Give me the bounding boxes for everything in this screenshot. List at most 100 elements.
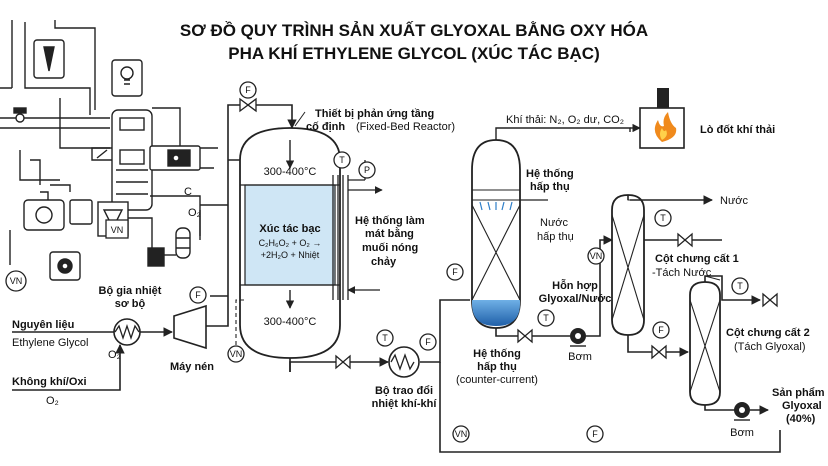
- absorber-bottom-3: (counter-current): [456, 374, 538, 386]
- air-feed-sub: O₂: [46, 395, 59, 407]
- catalyst-bed: [244, 184, 336, 286]
- incinerator: [639, 88, 685, 149]
- reactor-title-1: Thiết bị phản ứng tầng: [315, 108, 434, 120]
- svg-text:F: F: [658, 325, 664, 335]
- svg-text:VN: VN: [111, 225, 124, 235]
- flow-indicator-f2: F: [239, 81, 257, 99]
- preheater-label-2: sơ bộ: [115, 298, 146, 310]
- pump-1: [570, 328, 586, 347]
- pump-1-label: Bơm: [568, 351, 592, 363]
- o2-label-air: O₂: [108, 349, 121, 361]
- flow-indicator-hx: F: [419, 333, 437, 351]
- svg-text:T: T: [543, 313, 549, 323]
- cooling-label-3: muối nóng: [362, 242, 418, 254]
- incinerator-label: Lò đốt khí thải: [700, 124, 775, 136]
- vn-indicator-col1: VN: [587, 247, 605, 265]
- temperature-indicator-col1: T: [654, 209, 672, 227]
- vn-box-left: VN: [105, 219, 129, 239]
- product-label-3: (40%): [786, 413, 816, 425]
- temperature-indicator-hx: T: [376, 329, 394, 347]
- valve-col1-bottom: [651, 344, 667, 360]
- title-line-2: PHA KHÍ ETHYLENE GLYCOL (XÚC TÁC BẠC): [228, 44, 600, 63]
- feed-to-reactor-line: [206, 104, 297, 327]
- o2-label-upper: O₂: [188, 207, 201, 219]
- air-feed-line: [12, 344, 125, 391]
- compressor: [173, 304, 207, 350]
- svg-text:T: T: [737, 281, 743, 291]
- utility-cluster: [0, 20, 218, 281]
- raw-feed-title: Nguyên liệu: [12, 319, 74, 331]
- col1-sub: -Tách Nước: [652, 267, 712, 279]
- valve-reactor-outlet: [335, 354, 351, 370]
- absorber-bottom-2: hấp thụ: [477, 361, 517, 373]
- pump-2: [734, 402, 750, 421]
- vn-indicator-reactor: VN: [227, 345, 245, 363]
- temperature-indicator-absorber-out: T: [537, 309, 555, 327]
- svg-text:VN: VN: [455, 429, 468, 439]
- valve-col1-top: [677, 232, 693, 248]
- reactor-title-2b: (Fixed-Bed Reactor): [356, 121, 455, 133]
- cooling-label-2: mát bằng: [365, 227, 414, 240]
- control-valve-feed: [239, 97, 257, 113]
- fixed-bed-reactor: [239, 127, 341, 372]
- absorber-liquid: [472, 300, 520, 326]
- absorber-bottom-1: Hệ thống: [473, 348, 521, 360]
- col1-water-out: Nước: [720, 195, 749, 207]
- svg-text:F: F: [425, 337, 431, 347]
- absorber-title-1: Hệ thống: [526, 168, 574, 180]
- catalyst-title: Xúc tác bạc: [259, 223, 320, 235]
- valve-col2-top: [762, 292, 778, 308]
- reactor-temp-top: 300-400°C: [264, 166, 317, 178]
- distillation-column-2: [689, 281, 721, 406]
- col1-title: Cột chưng cất 1: [655, 253, 739, 265]
- preheater-label-1: Bộ gia nhiệt: [99, 285, 162, 297]
- reactor-title-2a: cố định: [306, 121, 345, 133]
- hx-label-2: nhiệt khí-khí: [372, 398, 438, 410]
- title-line-1: SƠ ĐỒ QUY TRÌNH SẢN XUẤT GLYOXAL BẰNG OX…: [180, 21, 648, 40]
- heat-exchanger: [388, 346, 420, 378]
- absorber-column: [471, 127, 631, 329]
- cooling-label-4: chảy: [371, 256, 397, 268]
- svg-text:T: T: [339, 155, 345, 165]
- temperature-indicator-reactor: T: [333, 151, 351, 169]
- preheater: [113, 318, 141, 346]
- product-label-2: Glyoxal: [782, 400, 822, 412]
- flow-indicator-absorber-inlet: F: [446, 263, 464, 281]
- svg-text:F: F: [452, 267, 458, 277]
- svg-text:VN: VN: [590, 251, 603, 261]
- mixture-label-2: Glyoxal/Nước: [539, 293, 612, 305]
- hx-label-1: Bộ trao đổi: [375, 385, 433, 397]
- vn-indicator-bottom: VN: [452, 425, 470, 443]
- svg-text:VN: VN: [230, 349, 243, 359]
- flow-indicator-f1: F: [189, 286, 207, 304]
- reaction-eq-2: +2H₂O + Nhiệt: [261, 250, 320, 260]
- absorber-water-1: Nước: [540, 217, 569, 229]
- reactor-temp-bottom: 300-400°C: [264, 316, 317, 328]
- svg-text:T: T: [382, 333, 388, 343]
- cooling-label-1: Hệ thống làm: [355, 215, 425, 227]
- temperature-indicator-col2: T: [731, 277, 749, 295]
- svg-text:F: F: [245, 85, 251, 95]
- col2-title: Cột chưng cất 2: [726, 327, 810, 339]
- vn-indicator-left: VN: [5, 270, 27, 292]
- distillation-column-1: [611, 194, 645, 336]
- svg-text:F: F: [592, 429, 598, 439]
- mixture-label-1: Hỗn hợp: [552, 279, 598, 292]
- svg-text:P: P: [364, 165, 370, 175]
- absorber-water-2: hấp thụ: [537, 231, 574, 243]
- flow-indicator-col1: F: [652, 321, 670, 339]
- reaction-eq-1: C₂H₆O₂ + O₂ →: [259, 238, 322, 248]
- col2-sub: (Tách Glyoxal): [734, 341, 806, 353]
- absorber-title-2: hấp thụ: [530, 181, 570, 193]
- flow-indicator-bottom: F: [586, 425, 604, 443]
- air-feed-title: Không khí/Oxi: [12, 376, 87, 388]
- svg-text:F: F: [195, 290, 201, 300]
- pressure-indicator-reactor: P: [358, 161, 376, 179]
- svg-text:T: T: [660, 213, 666, 223]
- valve-absorber-outlet: [517, 328, 533, 344]
- offgas-label: Khí thải: N₂, O₂ dư, CO₂: [506, 114, 624, 126]
- svg-text:VN: VN: [10, 276, 23, 286]
- product-label-1: Sản phẩm: [772, 387, 825, 399]
